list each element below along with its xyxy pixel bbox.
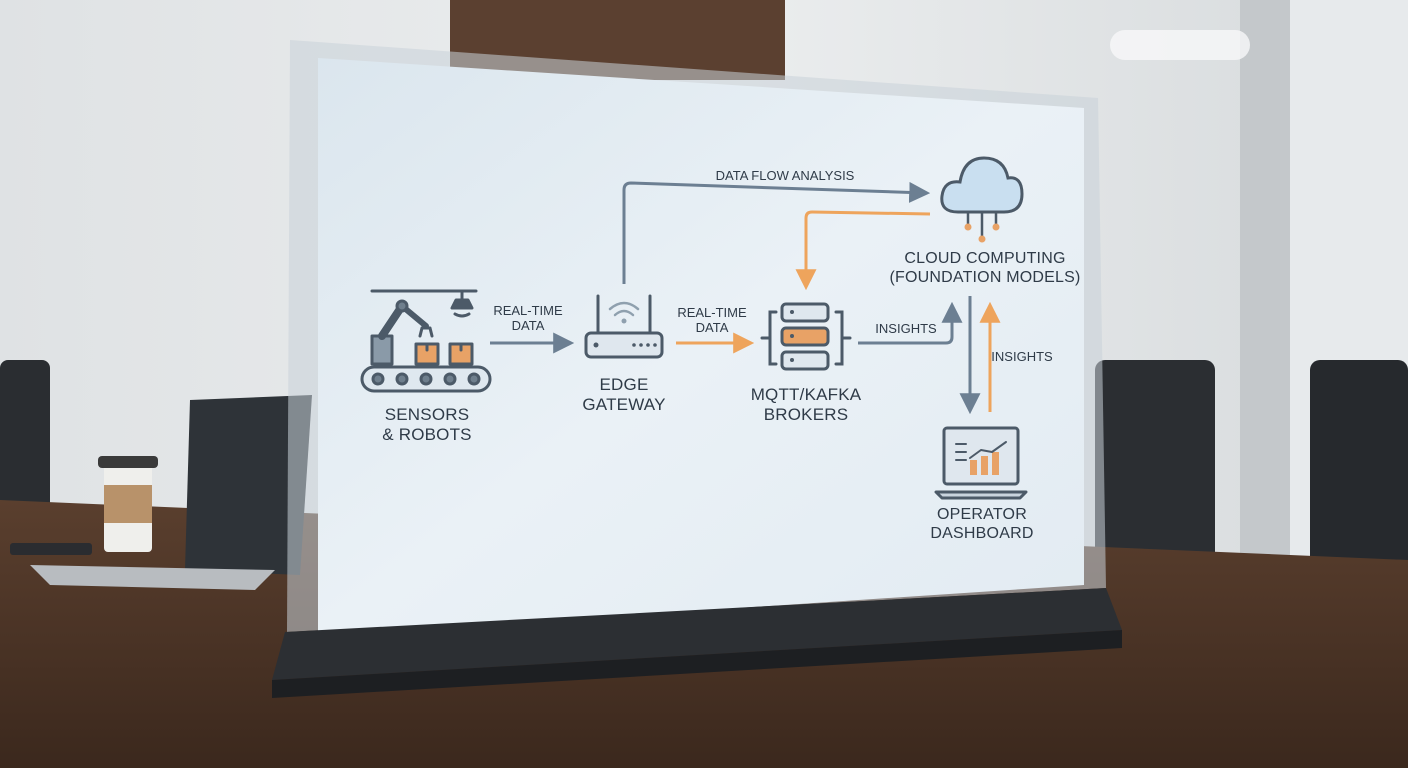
node-sensors-line2: & ROBOTS [382, 425, 472, 445]
node-brokers-line1: MQTT/KAFKA [750, 385, 862, 404]
edge-data-flow-analysis-label: DATA FLOW ANALYSIS [715, 168, 855, 183]
node-cloud-line2: (FOUNDATION MODELS) [889, 268, 1081, 286]
edge-gateway-brokers-label: REAL-TIME DATA [677, 305, 746, 336]
arrow-brokers-to-cloud [858, 301, 963, 345]
laptop-chart-icon [934, 426, 1028, 500]
node-brokers-line2: BROKERS [763, 405, 849, 425]
edge-gateway-brokers-line1: REAL-TIME [677, 305, 747, 320]
node-brokers-label: MQTT/KAFKA BROKERS [751, 385, 862, 425]
node-dashboard-line1: OPERATOR [937, 506, 1027, 523]
node-gateway-label: EDGE GATEWAY [582, 375, 665, 415]
node-gateway-line1: EDGE [599, 375, 649, 394]
node-cloud-label: CLOUD COMPUTING (FOUNDATION MODELS) [889, 250, 1080, 288]
node-cloud-line1: CLOUD COMPUTING [904, 250, 1066, 267]
edge-sensors-gateway-label: REAL-TIME DATA [493, 303, 562, 334]
router-icon [584, 294, 664, 359]
edge-sensors-gateway-line2: DATA [511, 318, 545, 334]
arrow-cloud-to-brokers [795, 210, 931, 291]
node-sensors-label: SENSORS & ROBOTS [382, 405, 471, 445]
edge-dashboard-cloud-label: INSIGHTS [991, 349, 1053, 364]
node-dashboard-line2: DASHBOARD [930, 524, 1034, 542]
edge-brokers-cloud-label: INSIGHTS [875, 321, 937, 336]
edge-gateway-brokers-line2: DATA [695, 320, 729, 336]
node-dashboard-label: OPERATOR DASHBOARD [930, 506, 1033, 544]
node-gateway-line2: GATEWAY [582, 395, 666, 415]
robot-arm-conveyor-icon [360, 289, 492, 393]
server-stack-icon [760, 302, 852, 371]
cloud-icon [940, 156, 1024, 243]
edge-sensors-gateway-line1: REAL-TIME [493, 303, 563, 318]
arrow-gateway-to-cloud [622, 181, 931, 284]
node-sensors-line1: SENSORS [384, 405, 470, 424]
